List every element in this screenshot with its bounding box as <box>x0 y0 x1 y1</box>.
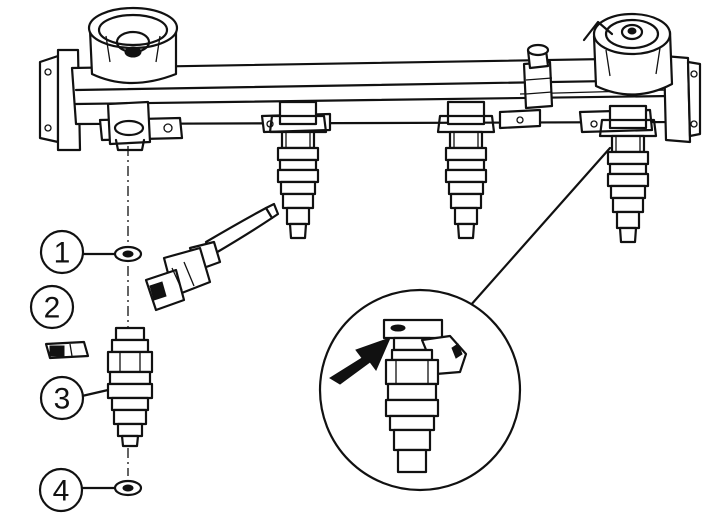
callout-3-label: 3 <box>54 383 71 416</box>
detail-view <box>318 146 612 492</box>
callout-2-label: 2 <box>44 292 61 325</box>
injector <box>106 326 154 448</box>
callout-4-label: 4 <box>53 475 70 508</box>
callout-3: 3 <box>39 375 110 421</box>
callout-1: 1 <box>39 229 116 275</box>
installed-injector-2 <box>268 100 328 240</box>
fuel-rail <box>38 6 702 152</box>
exploded-parts <box>44 146 154 497</box>
callout-4: 4 <box>38 467 116 513</box>
electrical-connector <box>144 202 280 312</box>
arrow-icon <box>329 337 391 385</box>
callout-2: 2 <box>29 284 75 330</box>
callout-1-label: 1 <box>54 237 71 270</box>
